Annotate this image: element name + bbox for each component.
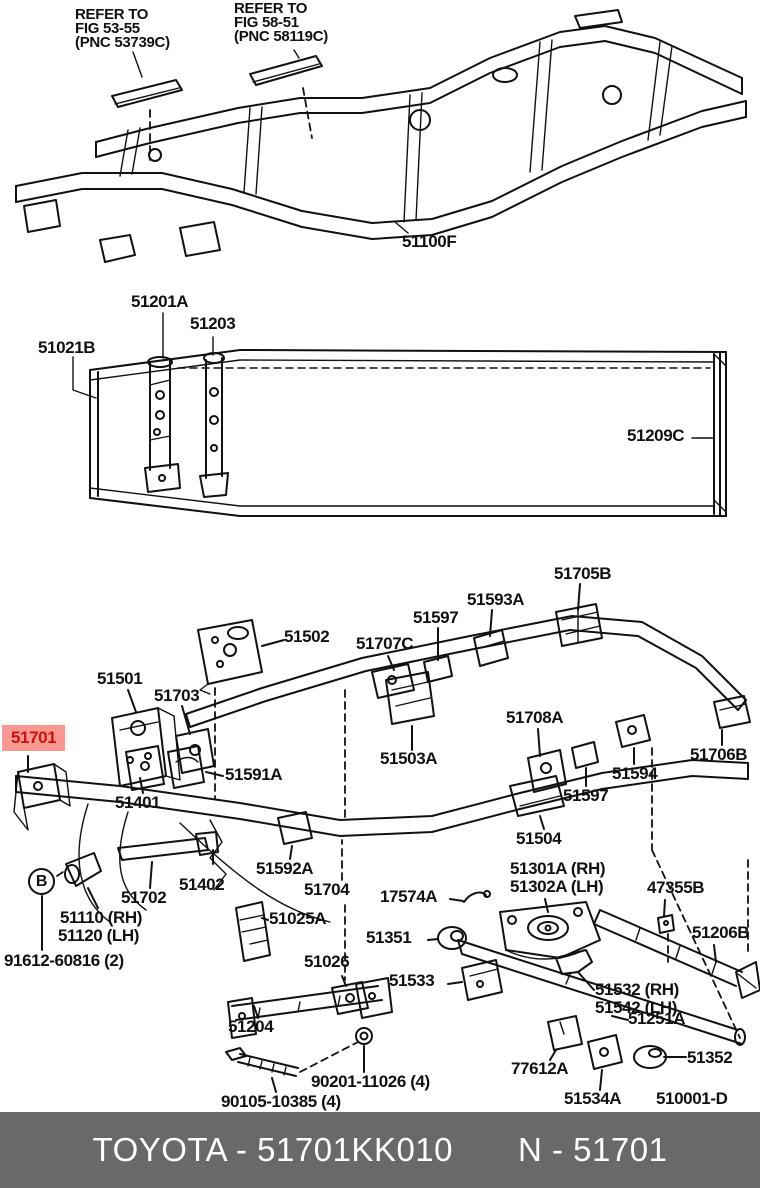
- part-label-51701[interactable]: 51701: [2, 725, 66, 751]
- part-label-51534a[interactable]: 51534A: [564, 1089, 622, 1108]
- frame-assembly-art: [15, 9, 747, 263]
- part-art-51533: [461, 959, 503, 1001]
- footer-bar: TOYOTA - 51701KK010 N - 51701: [0, 1112, 760, 1188]
- part-art-51502: [197, 619, 263, 695]
- part-label-51201a[interactable]: 51201A: [131, 292, 189, 311]
- part-label-51703[interactable]: 51703: [154, 686, 200, 705]
- part-art-51110: [64, 852, 102, 887]
- part-label-51401[interactable]: 51401: [115, 793, 161, 812]
- part-label-51251a[interactable]: 51251A: [628, 1009, 686, 1028]
- part-art-51251a: [457, 939, 746, 1046]
- part-art-51701: [13, 763, 71, 831]
- part-art-51351: [437, 926, 467, 950]
- part-art-51504: [509, 775, 565, 817]
- part-label-51026[interactable]: 51026: [304, 952, 350, 971]
- part-art-90105-bolt: [225, 1047, 299, 1077]
- part-art-51592a: [277, 811, 313, 845]
- part-art-51401: [125, 745, 165, 791]
- part-art-51597-upper: [423, 655, 453, 683]
- part-art-51597-right: [571, 741, 599, 769]
- part-art-51703: [175, 728, 215, 774]
- part-label-51021b[interactable]: 51021B: [38, 338, 96, 357]
- part-art-47355b: [657, 914, 675, 934]
- diagram-labels: REFER TO FIG 53-55 (PNC 53739C) REFER TO …: [2, 0, 750, 1111]
- footer-part-code: TOYOTA - 51701KK010: [92, 1131, 454, 1168]
- frame-diagram-art: [13, 9, 760, 1093]
- part-art-51204: [227, 977, 393, 1039]
- part-label-91612-60816[interactable]: 91612-60816 (2): [4, 951, 124, 970]
- part-label-90201-11026[interactable]: 90201-11026 (4): [311, 1072, 430, 1091]
- part-label-51351[interactable]: 51351: [366, 928, 412, 947]
- part-label-51591a[interactable]: 51591A: [225, 765, 283, 784]
- part-art-51206b: [593, 909, 760, 999]
- part-art-51707c: [371, 663, 415, 699]
- part-label-51533[interactable]: 51533: [389, 971, 435, 990]
- part-label-51100f[interactable]: 51100F: [402, 232, 457, 251]
- part-art-51593a: [473, 629, 509, 667]
- part-art-51594: [615, 714, 651, 748]
- part-label-47355b[interactable]: 47355B: [647, 878, 705, 897]
- part-label-51025a[interactable]: 51025A: [269, 909, 327, 928]
- part-label-51704[interactable]: 51704: [304, 880, 350, 899]
- part-art-90201-nut: [355, 1027, 373, 1045]
- part-label-51504[interactable]: 51504: [516, 829, 562, 848]
- part-art-pnc58119c: [249, 55, 323, 86]
- part-art-51591a: [167, 745, 205, 789]
- part-art-51706b: [713, 695, 751, 729]
- part-label-51593a[interactable]: 51593A: [467, 590, 525, 609]
- part-label-51532[interactable]: 51532 (RH): [595, 980, 679, 999]
- part-art-17574a: [463, 890, 491, 903]
- part-label-510001-d[interactable]: 510001-D: [656, 1089, 728, 1108]
- part-label-51501[interactable]: 51501: [97, 669, 143, 688]
- part-label-51592a[interactable]: 51592A: [256, 859, 314, 878]
- part-label-51120[interactable]: 51120 (LH): [58, 926, 140, 945]
- part-label-90105-10385[interactable]: 90105-10385 (4): [221, 1092, 341, 1111]
- part-label-detail-b[interactable]: B: [28, 868, 55, 895]
- part-art-51705b: [555, 603, 603, 647]
- part-label-51707c[interactable]: 51707C: [356, 634, 414, 653]
- part-label-refer-fig-58-51: REFER TO FIG 58-51 (PNC 58119C): [234, 0, 328, 45]
- part-art-51201a: [144, 356, 181, 493]
- part-label-51503a[interactable]: 51503A: [380, 749, 438, 768]
- leader-lines: [27, 583, 723, 1093]
- part-art-51534a: [587, 1034, 623, 1070]
- part-label-51705b[interactable]: 51705B: [554, 564, 612, 583]
- part-label-51203[interactable]: 51203: [190, 314, 236, 333]
- part-art-51025a: [235, 901, 271, 962]
- part-label-refer-fig-53-55: REFER TO FIG 53-55 (PNC 53739C): [75, 6, 170, 51]
- part-art-51503a: [385, 671, 435, 725]
- part-label-51206b[interactable]: 51206B: [692, 923, 750, 942]
- part-label-51502[interactable]: 51502: [284, 627, 330, 646]
- part-label-51542[interactable]: 51542 (LH): [595, 998, 677, 1017]
- part-label-51110[interactable]: 51110 (RH): [60, 908, 142, 927]
- part-label-51204[interactable]: 51204: [228, 1017, 274, 1036]
- frame-exploded-art: [13, 583, 760, 1093]
- part-art-pnc53739c: [111, 79, 183, 108]
- part-label-51301a[interactable]: 51301A (RH): [510, 859, 606, 878]
- part-label-51594[interactable]: 51594: [612, 764, 658, 783]
- part-art-51702: [117, 831, 219, 861]
- part-label-51706b[interactable]: 51706B: [690, 745, 748, 764]
- frame-side-art: [72, 312, 727, 517]
- part-label-51209c[interactable]: 51209C: [627, 426, 685, 445]
- part-art-51203: [199, 352, 229, 498]
- footer-pnc-code: N - 51701: [518, 1131, 668, 1168]
- part-label-51302a[interactable]: 51302A (LH): [510, 877, 604, 896]
- part-label-77612a[interactable]: 77612A: [511, 1059, 569, 1078]
- part-label-51597-right[interactable]: 51597: [563, 786, 609, 805]
- part-label-51402[interactable]: 51402: [179, 875, 225, 894]
- part-label-51597-upper[interactable]: 51597: [413, 608, 459, 627]
- part-label-51352[interactable]: 51352: [687, 1048, 733, 1067]
- part-label-51702[interactable]: 51702: [121, 888, 167, 907]
- part-art-77612a: [547, 1015, 583, 1051]
- part-label-17574a[interactable]: 17574A: [380, 887, 438, 906]
- part-label-51708a[interactable]: 51708A: [506, 708, 564, 727]
